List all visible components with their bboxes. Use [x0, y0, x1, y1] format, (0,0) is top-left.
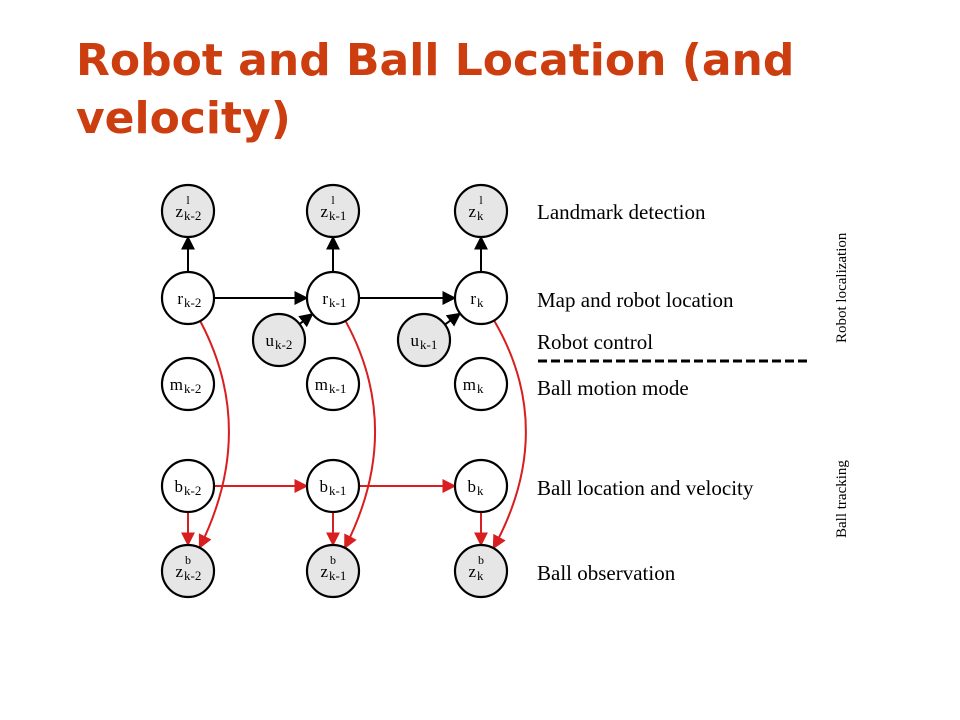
node-circle	[453, 183, 509, 239]
node-circle	[453, 270, 509, 326]
node-superscript: b	[478, 553, 484, 567]
node-subscript: k-2	[184, 295, 201, 310]
node-circle	[160, 458, 216, 514]
node-circle	[305, 543, 361, 599]
node-superscript: l	[186, 193, 190, 207]
node-subscript: k	[477, 483, 484, 498]
node-circle	[305, 270, 361, 326]
node-variable: r	[470, 289, 476, 308]
slide-title: Robot and Ball Location (and velocity)	[76, 35, 795, 144]
row-labels: Landmark detection Map and robot locatio…	[537, 200, 754, 585]
node-circle	[453, 543, 509, 599]
node-variable: z	[320, 202, 328, 221]
node-subscript: k-2	[184, 568, 201, 583]
node-subscript: k	[477, 568, 484, 583]
node-superscript: l	[331, 193, 335, 207]
node-variable: b	[175, 477, 184, 496]
node-variable: u	[411, 331, 420, 350]
node-variable: z	[320, 562, 328, 581]
node-subscript: k-1	[329, 208, 346, 223]
node-circle	[160, 356, 216, 412]
group-label-robot-localization: Robot localization	[834, 232, 850, 343]
node-subscript: k-2	[275, 337, 292, 352]
node-subscript: k-1	[329, 381, 346, 396]
edge-r-km1-to-zb-km1	[343, 320, 377, 550]
node-variable: b	[320, 477, 329, 496]
node-circle	[160, 270, 216, 326]
node-variable: b	[468, 477, 477, 496]
edge-u-km2-to-r-km1	[298, 313, 314, 328]
node-circle	[160, 543, 216, 599]
node-subscript: k-2	[184, 483, 201, 498]
node-superscript: b	[330, 553, 336, 567]
node-subscript: k-1	[329, 568, 346, 583]
node-circle	[305, 458, 361, 514]
node-circle	[453, 356, 509, 412]
row-label-ball-motion-mode: Ball motion mode	[537, 376, 689, 400]
node-variable: m	[463, 375, 476, 394]
node-subscript: k-2	[184, 208, 201, 223]
node-superscript: b	[185, 553, 191, 567]
row-label-robot-control: Robot control	[537, 330, 653, 354]
node-circle	[396, 312, 452, 368]
node-subscript: k-1	[420, 337, 437, 352]
row-label-ball-location-velocity: Ball location and velocity	[537, 476, 754, 500]
node-variable: r	[177, 289, 183, 308]
row-label-landmark-detection: Landmark detection	[537, 200, 706, 224]
node-variable: r	[322, 289, 328, 308]
edges-layer	[181, 235, 527, 550]
node-subscript: k	[477, 295, 484, 310]
node-subscript: k	[477, 208, 484, 223]
edge-r-km2-to-zb-km2	[198, 320, 230, 549]
node-variable: m	[315, 375, 328, 394]
node-subscript: k-1	[329, 483, 346, 498]
node-subscript: k-2	[184, 381, 201, 396]
row-label-map-robot-location: Map and robot location	[537, 288, 734, 312]
node-circle	[305, 356, 361, 412]
node-circle	[453, 458, 509, 514]
node-variable: z	[468, 202, 476, 221]
edge-r-k-to-zb-k	[492, 319, 527, 550]
node-circle	[160, 183, 216, 239]
node-subscript: k-1	[329, 295, 346, 310]
node-subscript: k	[477, 381, 484, 396]
node-variable: z	[468, 562, 476, 581]
group-label-ball-tracking: Ball tracking	[834, 460, 850, 538]
node-superscript: l	[479, 193, 483, 207]
node-variable: z	[175, 202, 183, 221]
node-variable: m	[170, 375, 183, 394]
row-label-ball-observation: Ball observation	[537, 561, 676, 585]
edge-u-km1-to-r-k	[444, 312, 462, 327]
node-circle	[305, 183, 361, 239]
node-variable: u	[266, 331, 275, 350]
node-circle	[251, 312, 307, 368]
node-variable: z	[175, 562, 183, 581]
